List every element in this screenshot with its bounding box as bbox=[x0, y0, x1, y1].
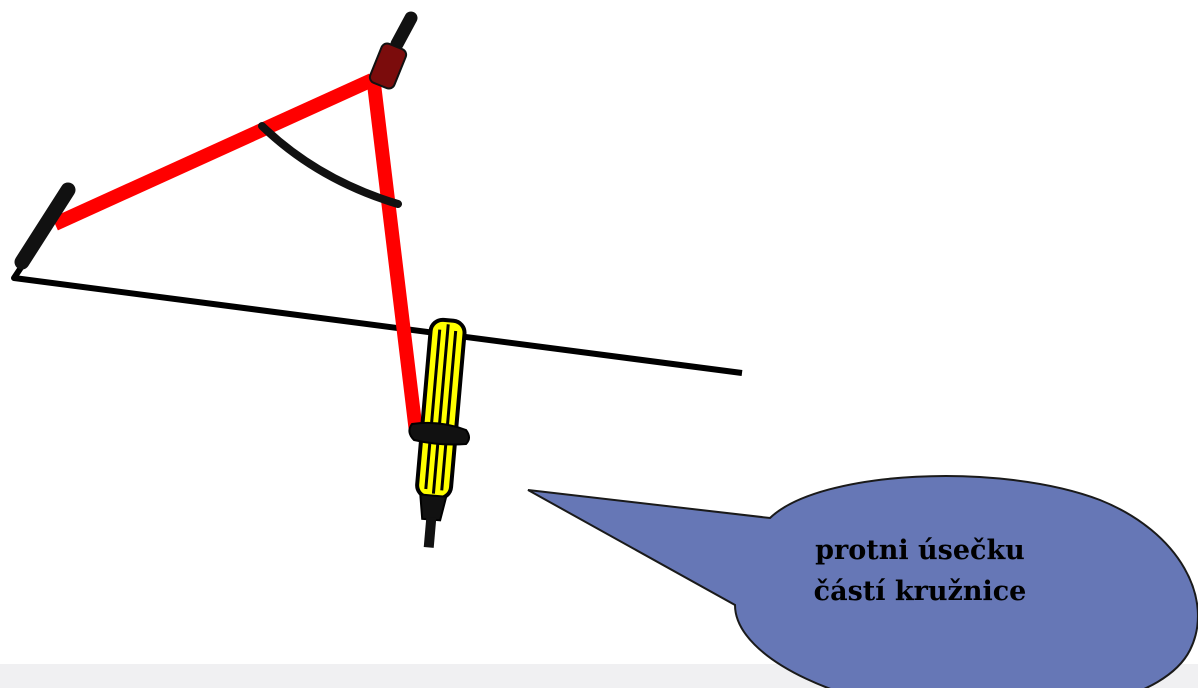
compass-hinge bbox=[368, 42, 408, 90]
speech-callout bbox=[527, 475, 1198, 688]
angle-arc bbox=[258, 122, 402, 208]
pencil-clamp bbox=[408, 421, 470, 446]
line-segment bbox=[13, 275, 743, 376]
callout-text: protni úsečku částí kružnice bbox=[800, 530, 1040, 612]
callout-line-2: částí kružnice bbox=[813, 576, 1027, 607]
compass-left-arm bbox=[52, 73, 375, 231]
compass-right-arm bbox=[367, 77, 423, 439]
compass-top-handle bbox=[390, 11, 418, 51]
pencil-tip bbox=[419, 493, 448, 522]
pencil-lead bbox=[423, 517, 437, 548]
callout-line-1: protni úsečku bbox=[815, 535, 1025, 566]
needle-holder bbox=[14, 182, 76, 270]
pencil bbox=[415, 317, 467, 548]
